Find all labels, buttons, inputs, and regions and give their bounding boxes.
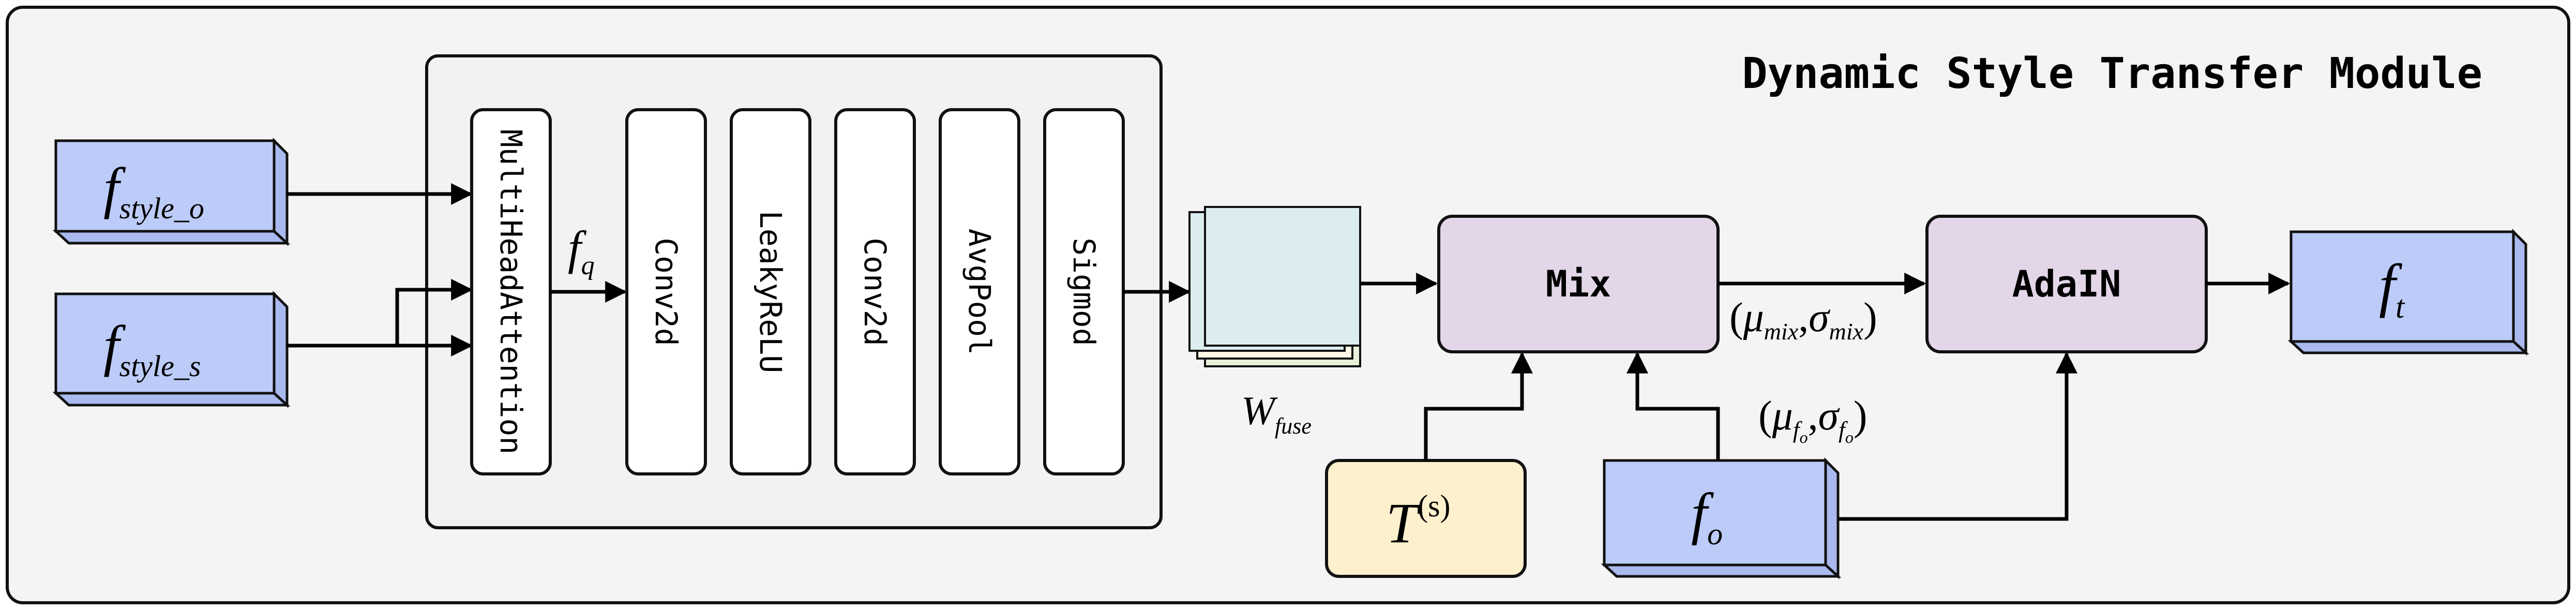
f-o-sub: o (1707, 517, 1723, 551)
layer-leaky-relu: LeakyReLU (730, 108, 811, 475)
layer-avgpool: AvgPool (939, 108, 1020, 475)
input-f-style-o: fstyle_o (52, 137, 291, 246)
input-f-style-s: fstyle_s (52, 290, 291, 408)
svg-text:T(s): T(s) (1386, 489, 1451, 555)
layer-label-5: Sigmod (1066, 237, 1102, 346)
w-fuse-label: Wfuse (1241, 388, 1312, 439)
module-title: Dynamic Style Transfer Module (1742, 49, 2482, 98)
fo-to-adain-arrow (1838, 351, 2077, 521)
mix-block: Mix (1437, 215, 1720, 353)
output-f-t: ft (2287, 228, 2529, 356)
w-fuse-stack (1188, 206, 1361, 367)
layer-sigmoid: Sigmod (1043, 108, 1125, 475)
ts-to-mix-arrow (1424, 351, 1533, 460)
fo-to-mix-arrow (1626, 351, 1720, 460)
t-s-sup: (s) (1418, 489, 1450, 523)
adain-label: AdaIN (2012, 263, 2121, 305)
layer-label-0: MultiHeadAttention (493, 129, 529, 455)
adain-block: AdaIN (1925, 215, 2208, 353)
fo-stats-label: (μfo,σfo) (1758, 393, 1867, 447)
layer-label-3: Conv2d (857, 237, 893, 346)
layer-label-4: AvgPool (962, 229, 997, 355)
layer-label-1: Conv2d (649, 237, 684, 346)
mix-stats-label: (μmix,σmix) (1729, 295, 1877, 345)
input-arrows (287, 183, 473, 356)
layer-multihead-attention: MultiHeadAttention (470, 108, 552, 475)
f-style-s-sub: style_s (119, 349, 201, 383)
t-s-block: T(s) (1325, 459, 1527, 578)
t-s-main: T (1386, 492, 1421, 555)
layer-conv2d-1: Conv2d (625, 108, 707, 475)
f-o-block: fo (1601, 457, 1842, 579)
layer-conv2d-2: Conv2d (834, 108, 916, 475)
mix-label: Mix (1546, 263, 1611, 305)
f-style-o-sub: style_o (119, 191, 204, 225)
layer-label-2: LeakyReLU (753, 211, 788, 373)
f-t-sub: t (2396, 290, 2405, 325)
